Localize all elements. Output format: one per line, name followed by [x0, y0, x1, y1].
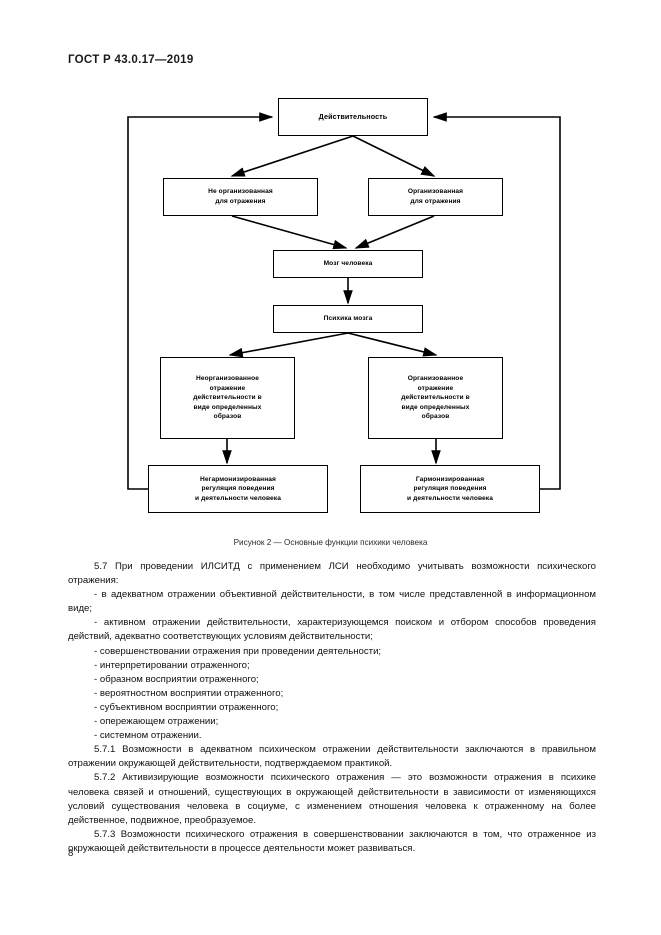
list-item-3: - совершенствовании отражения при провед…	[94, 645, 382, 657]
list-item-6: - вероятностном восприятии отраженного;	[94, 687, 284, 699]
node-ungarmonized-regulation: Негармонизированная регуляция поведения …	[148, 465, 328, 513]
diagram-connectors	[127, 112, 561, 490]
node-unorganized-reflection-line2: отражение	[209, 384, 246, 392]
node-brain-psyche-label: Психика мозга	[323, 315, 373, 323]
list-item-4: - интерпретировании отраженного;	[94, 659, 250, 671]
paragraph-5-7: 5.7 При проведении ИЛСИТД с применением …	[68, 561, 596, 587]
edge-psyche-to-org-image	[347, 332, 438, 357]
node-ungarmonized-regulation-line3: и деятельности человека	[195, 494, 281, 502]
list-item-1: - в адекватном отражении объективной дей…	[68, 589, 596, 615]
node-brain-psyche: Психика мозга	[273, 305, 423, 333]
node-organized-reflection-line4: виде определенных	[401, 403, 470, 411]
node-human-brain-label: Мозг человека	[323, 260, 373, 268]
node-reality: Действительность	[278, 98, 428, 136]
node-garmonized-regulation-line2: регуляция поведения	[413, 485, 487, 493]
figure-2-diagram: Действительность Не организованная для о…	[0, 90, 661, 547]
edge-feedback-left	[127, 112, 274, 490]
figure-caption: Рисунок 2 — Основные функции психики чел…	[233, 538, 428, 547]
node-organized-reflection-line1: Организованное	[407, 375, 464, 383]
node-organized-reflection: Организованное отражение действительност…	[368, 357, 503, 439]
node-organized-reflection-line3: действительности в	[401, 394, 470, 402]
list-item-7: - субъективном восприятии отраженного;	[94, 701, 279, 713]
node-garmonized-regulation: Гармонизированная регуляция поведения и …	[360, 465, 540, 513]
edge-feedback-right	[432, 112, 561, 490]
node-organized-reflection-line2: отражение	[417, 384, 454, 392]
page-header: ГОСТ Р 43.0.17—2019	[68, 54, 194, 66]
list-item-8: - опережающем отражении;	[94, 716, 219, 728]
node-organized-reflection-line5: образов	[421, 413, 450, 421]
edge-reality-to-unorganized	[230, 135, 354, 177]
list-item-5: - образном восприятии отраженного;	[94, 673, 259, 685]
node-ungarmonized-regulation-line2: регуляция поведения	[201, 485, 275, 493]
node-garmonized-regulation-line3: и деятельности человека	[407, 494, 493, 502]
node-human-brain: Мозг человека	[273, 250, 423, 278]
node-organized-for-reflection: Организованная для отражения	[368, 178, 503, 216]
node-reality-label: Действительность	[318, 111, 388, 121]
node-unorganized-for-reflection: Не организованная для отражения	[163, 178, 318, 216]
list-item-2: - активном отражении действительности, х…	[68, 617, 596, 643]
node-unorganized-reflection-line4: виде определенных	[193, 403, 262, 411]
node-unorganized-for-reflection-line2: для отражения	[215, 198, 266, 205]
edge-psyche-to-unorg-image	[228, 332, 349, 358]
node-ungarmonized-regulation-line1: Негармонизированная	[199, 475, 277, 483]
page-number: 8	[68, 848, 74, 859]
body-text: 5.7 При проведении ИЛСИТД с применением …	[68, 560, 596, 856]
node-unorganized-reflection-line3: действительности в	[193, 394, 262, 402]
node-unorganized-reflection: Неорганизованное отражение действительно…	[160, 357, 295, 439]
list-item-9: - системном отражении.	[94, 730, 202, 742]
paragraph-5-7-3: 5.7.3 Возможности психического отражения…	[68, 828, 596, 854]
node-garmonized-regulation-line1: Гармонизированная	[415, 475, 485, 483]
node-unorganized-for-reflection-line1: Не организованная	[208, 188, 273, 196]
paragraph-5-7-1: 5.7.1 Возможности в адекватном психическ…	[68, 744, 596, 770]
node-organized-for-reflection-line2: для отражения	[410, 198, 461, 205]
edge-unorganized-to-brain	[231, 215, 348, 250]
node-organized-for-reflection-line1: Организованная	[407, 188, 464, 196]
edge-reality-to-organized	[352, 135, 436, 177]
node-unorganized-reflection-line1: Неорганизованное	[196, 375, 259, 383]
node-unorganized-reflection-line5: образов	[213, 413, 242, 421]
paragraph-5-7-2: 5.7.2 Активизирующие возможности психиче…	[68, 772, 596, 826]
edge-organized-to-brain	[354, 215, 435, 249]
